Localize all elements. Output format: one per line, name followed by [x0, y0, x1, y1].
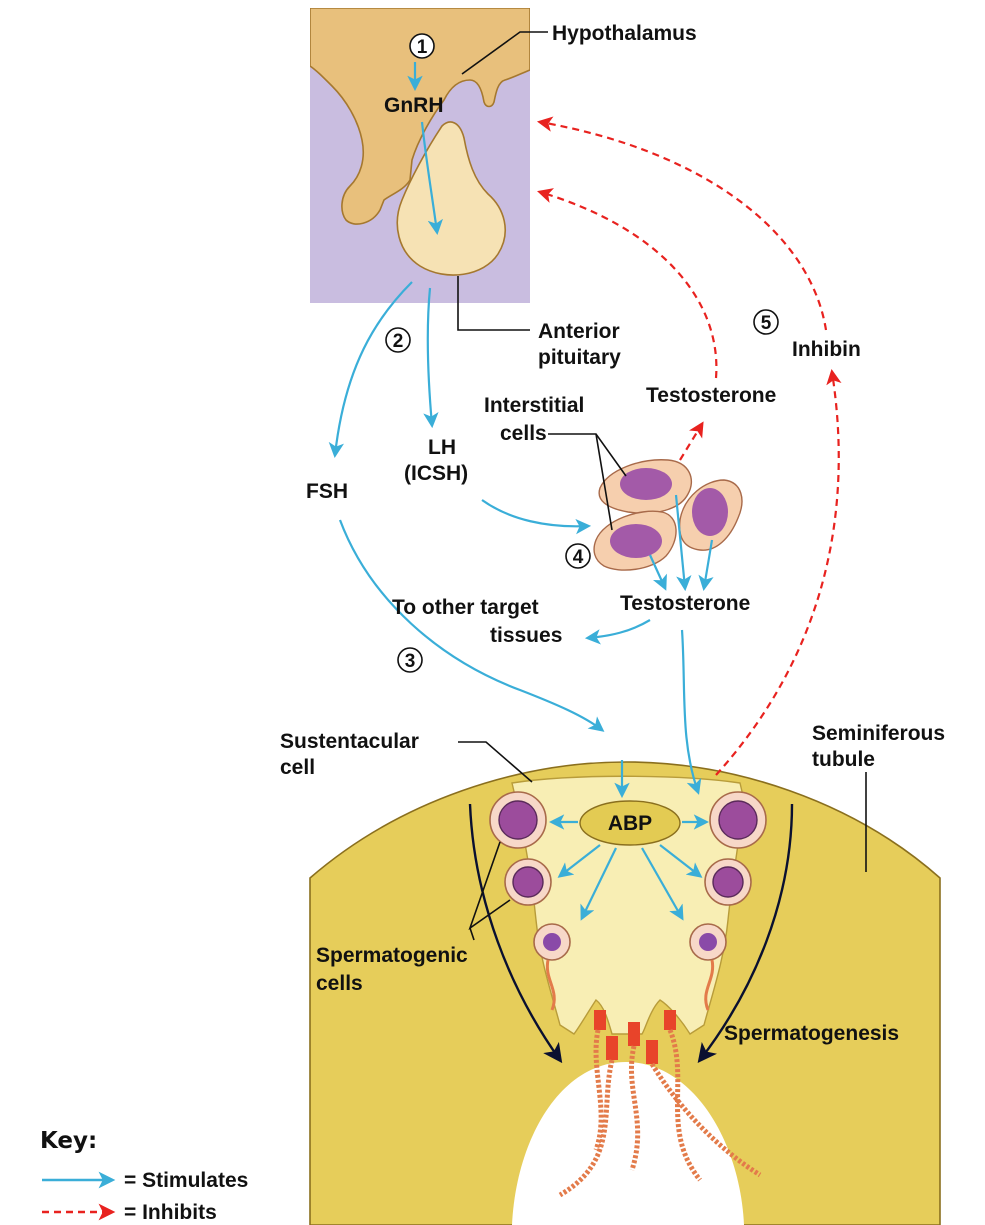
seminiferous-label-line2: tubule — [812, 748, 875, 771]
svg-text:5: 5 — [761, 313, 772, 334]
key-title: Key: — [40, 1128, 97, 1154]
spermatogenic-cell — [710, 792, 766, 848]
fsh-label: FSH — [306, 480, 348, 503]
spermatogenic-label-line1: Spermatogenic — [316, 944, 468, 967]
inhibiting-arrows — [540, 122, 839, 775]
abp-label: ABP — [608, 812, 652, 835]
fsh-release-arrow — [335, 282, 412, 455]
inhibin-to-hypothalamus-arrow — [540, 122, 826, 330]
lh-label-line2: (ICSH) — [404, 462, 468, 485]
svg-text:3: 3 — [405, 651, 416, 672]
svg-text:4: 4 — [573, 547, 584, 568]
lh-label-line1: LH — [428, 436, 456, 459]
gnrh-label: GnRH — [384, 94, 444, 117]
step-number-2: 2 — [386, 328, 410, 352]
step-number-4: 4 — [566, 544, 590, 568]
interstitial-to-testosterone-inhibit-arrow — [680, 424, 702, 460]
interstitial-cell — [594, 511, 676, 570]
testosterone-mid-label: Testosterone — [620, 592, 750, 615]
spermatogenesis-label: Spermatogenesis — [724, 1022, 899, 1045]
spermatogenic-cell — [490, 792, 546, 848]
interstitial-leader-1 — [548, 434, 626, 476]
svg-text:2: 2 — [393, 331, 404, 352]
key-stimulates-label: = Stimulates — [124, 1169, 248, 1192]
spermatogenic-cell — [705, 859, 751, 905]
sustentacular-label-line2: cell — [280, 756, 315, 779]
step-number-1: 1 — [410, 34, 434, 58]
anterior-pituitary-label-line2: pituitary — [538, 346, 621, 369]
anterior-pituitary-label-line1: Anterior — [538, 320, 620, 343]
seminiferous-label-line1: Seminiferous — [812, 722, 945, 745]
sustentacular-label-line1: Sustentacular — [280, 730, 419, 753]
svg-text:1: 1 — [417, 37, 428, 58]
interstitial-cells — [594, 460, 742, 570]
other-targets-label-line2: tissues — [490, 624, 562, 647]
spermatogenic-cell — [505, 859, 551, 905]
lh-release-arrow — [428, 288, 432, 425]
lh-to-interstitial-arrow — [482, 500, 588, 526]
sustentacular-to-inhibin-arrow — [716, 372, 839, 775]
other-targets-label-line1: To other target — [392, 596, 539, 619]
step-number-3: 3 — [398, 648, 422, 672]
inhibin-label: Inhibin — [792, 338, 861, 361]
testosterone-top-label: Testosterone — [646, 384, 776, 407]
interstitial-label-line1: Interstitial — [484, 394, 584, 417]
spermatogenic-label-line2: cells — [316, 972, 363, 995]
hypothalamus-label: Hypothalamus — [552, 22, 697, 45]
testosterone-to-other-tissues-arrow — [588, 620, 650, 638]
key-legend: Key: = Stimulates = Inhibits — [40, 1128, 248, 1224]
key-inhibits-label: = Inhibits — [124, 1201, 217, 1224]
step-number-5: 5 — [754, 310, 778, 334]
interstitial-label-line2: cells — [500, 422, 547, 445]
fsh-to-sustentacular-arrow — [340, 520, 602, 730]
